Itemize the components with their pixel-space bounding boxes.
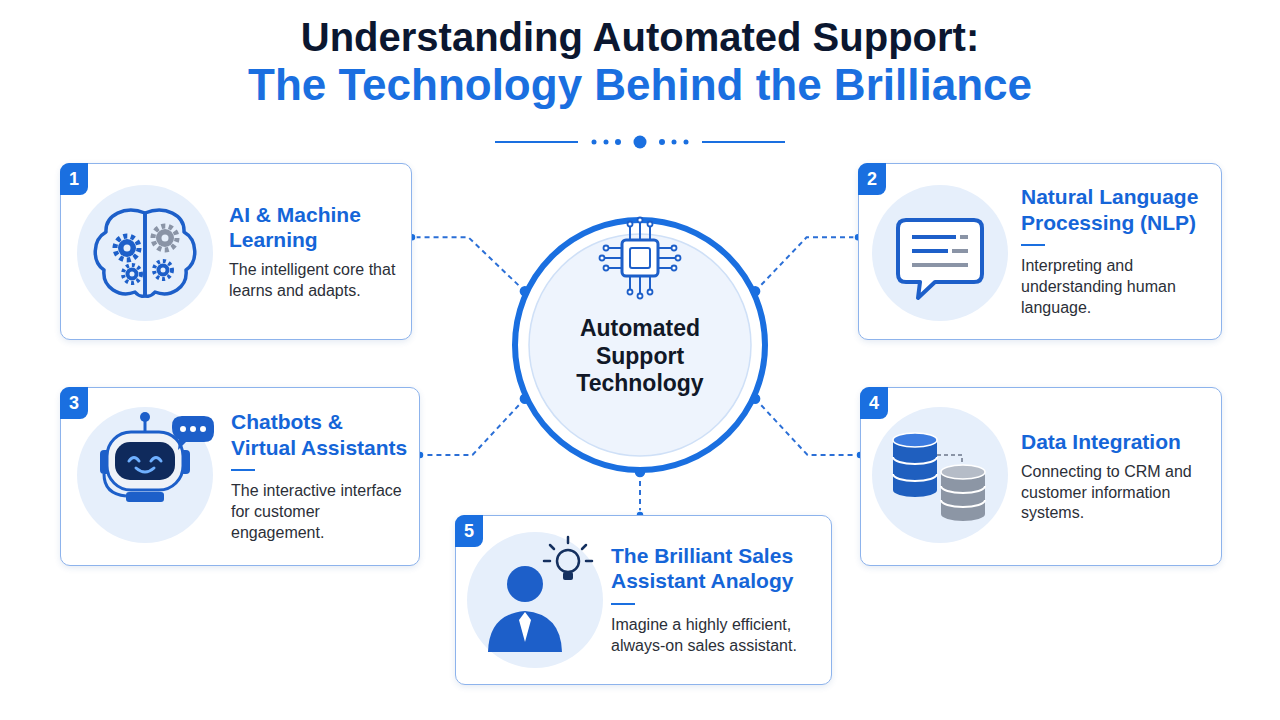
text-wrapper: Data IntegrationConnecting to CRM and cu…: [1021, 429, 1213, 525]
hub-circle-shape: [529, 234, 751, 456]
text-wrapper: AI & Machine LearningThe intelligent cor…: [229, 202, 405, 302]
card-description: Interpreting and understanding human lan…: [1021, 256, 1213, 318]
callout-number: 4: [860, 387, 888, 419]
card-description: Imagine a highly efficient, always-on sa…: [611, 615, 823, 657]
text-wrapper: Automated Support Technology: [555, 315, 725, 398]
connector-group: [408, 233, 531, 297]
subtitle: The Technology Behind the Brilliance: [0, 60, 1280, 111]
feature-card: AI & Machine LearningThe intelligent cor…: [60, 163, 412, 340]
card-heading: Data Integration: [1021, 429, 1213, 454]
hub-circle: Automated Support Technology: [510, 215, 770, 475]
title-divider: [672, 140, 677, 145]
card-heading: Chatbots & Virtual Assistants: [231, 409, 413, 459]
hub-circle-shape: [515, 220, 765, 470]
callout-number: 1: [60, 163, 88, 195]
title-divider: [495, 141, 578, 143]
callout-number: 2: [858, 163, 886, 195]
text-wrapper: Natural Language Processing (NLP) Interpr…: [1021, 184, 1213, 318]
connector-group: [416, 392, 531, 459]
feature-card: The Brilliant Sales Assistant AnalogyIma…: [455, 515, 832, 685]
title-divider: [659, 139, 665, 145]
connector-group: [749, 392, 864, 459]
card-heading: The Brilliant Sales Assistant Analogy: [611, 543, 823, 593]
text-wrapper: The Brilliant Sales Assistant AnalogyIma…: [611, 543, 823, 656]
card-description: The interactive interface for customer e…: [231, 481, 413, 543]
title-divider: [592, 140, 597, 145]
title-divider: [634, 136, 647, 149]
feature-card: Natural Language Processing (NLP) Interpr…: [858, 163, 1222, 340]
feature-card: Data IntegrationConnecting to CRM and cu…: [860, 387, 1222, 566]
title-divider: [684, 140, 689, 145]
title-divider: [495, 136, 785, 149]
connector-group: [634, 466, 647, 520]
card-description: Connecting to CRM and customer informati…: [1021, 462, 1213, 524]
title: Understanding Automated Support:: [0, 14, 1280, 60]
callout-number: 3: [60, 387, 88, 419]
title-divider: [702, 141, 785, 143]
dashed-connector: [420, 399, 525, 455]
text-wrapper: Chatbots & Virtual AssistantsThe interac…: [231, 409, 413, 543]
hub-label: Automated Support Technology: [555, 315, 725, 398]
callout-number: 5: [455, 515, 483, 547]
feature-card: Chatbots & Virtual AssistantsThe interac…: [60, 387, 420, 566]
heading-rule: [1021, 244, 1045, 247]
title-divider: [604, 140, 609, 145]
dashed-connector: [755, 237, 858, 291]
connector-group: [749, 233, 862, 297]
dashed-connector: [755, 399, 860, 455]
dashed-connector: [412, 237, 525, 291]
heading-rule: [611, 603, 635, 606]
card-description: The intelligent core that learns and ada…: [229, 260, 405, 302]
card-heading: Natural Language Processing (NLP): [1021, 184, 1213, 234]
title-divider: [615, 139, 621, 145]
card-heading: AI & Machine Learning: [229, 202, 405, 252]
heading-rule: [231, 469, 255, 472]
